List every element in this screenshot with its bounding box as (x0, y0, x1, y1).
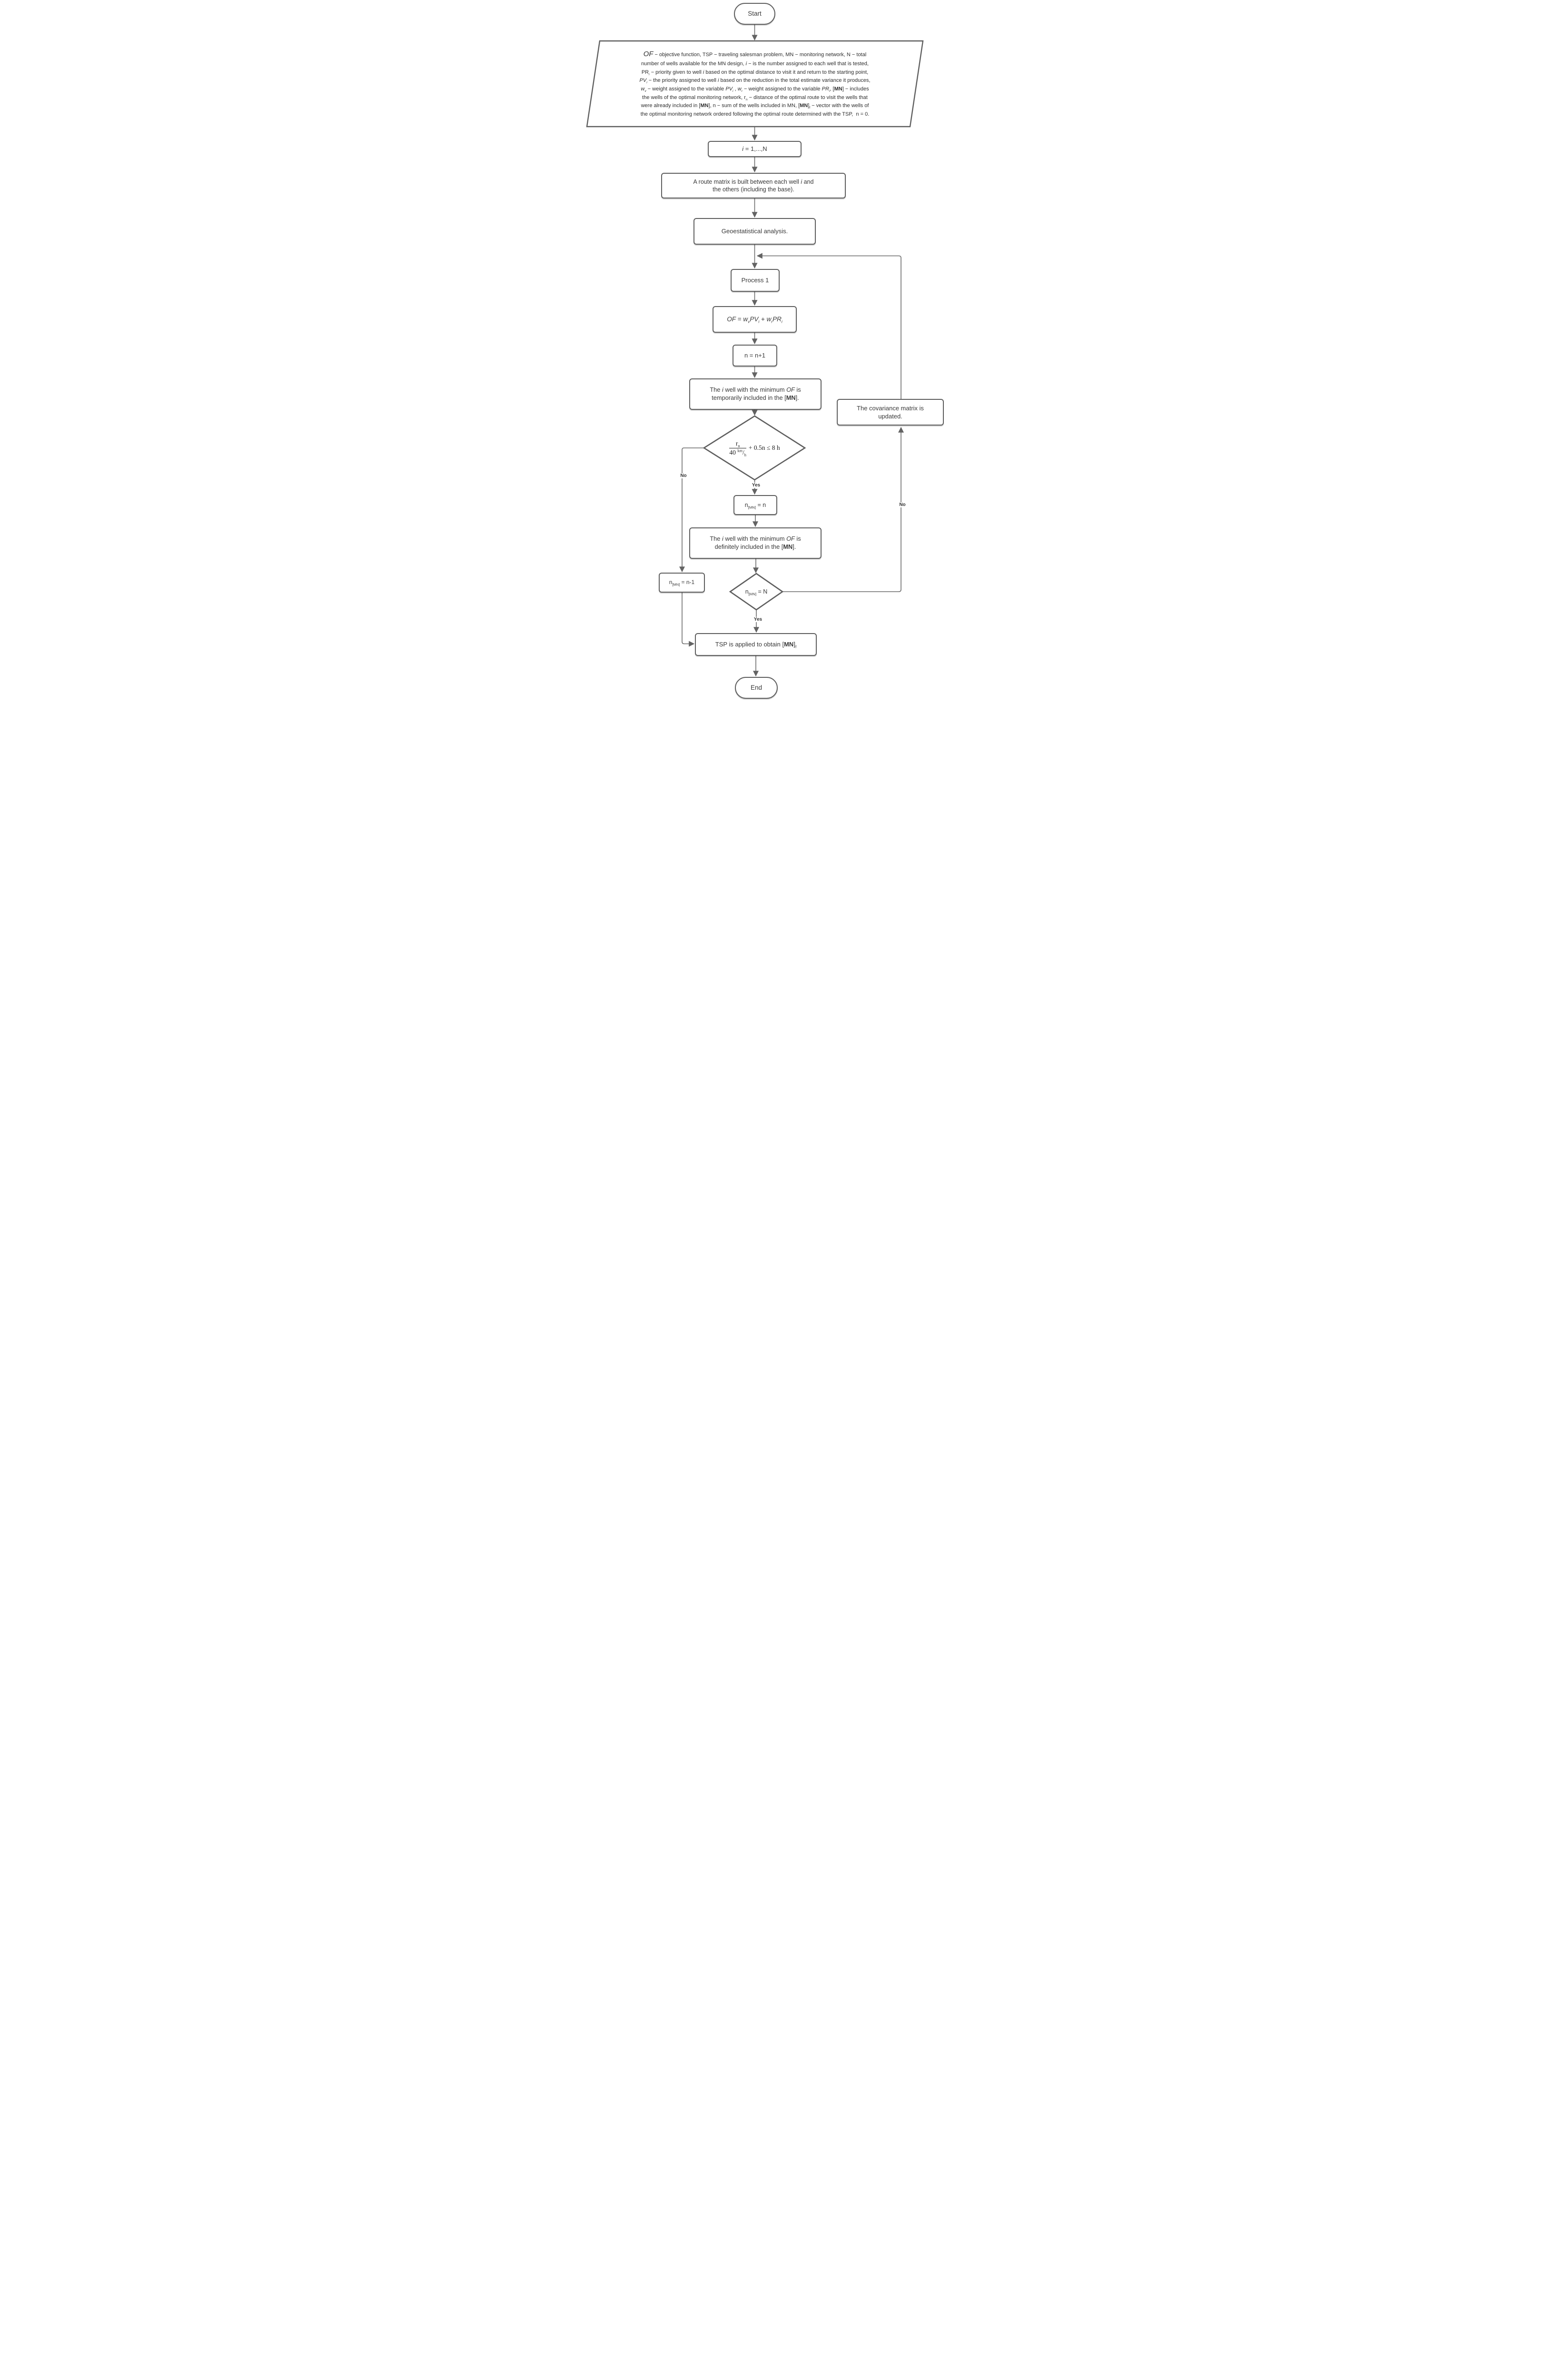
route-matrix-label: A route matrix is built between each wel… (693, 178, 814, 193)
route-matrix-box: A route matrix is built between each wel… (661, 173, 846, 198)
definitions-line: the optimal monitoring network ordered f… (640, 111, 870, 117)
start-label: Start (748, 10, 762, 18)
definitions-line: the wells of the optimal monitoring netw… (642, 94, 868, 101)
end-label: End (750, 684, 763, 692)
n-check-diamond (729, 573, 784, 611)
definitions-line: PRi − priority given to well i based on … (641, 69, 869, 77)
time-check-diamond (703, 415, 806, 481)
objective-label: OF = wvPVi + wrPRi (727, 316, 782, 324)
n-check-label: n[MN] = N (745, 588, 768, 596)
edge-n-check-no-to-covariance (782, 426, 904, 592)
time-check-yes-label: Yes (746, 483, 766, 488)
edge-covariance-to-loop-junction (756, 253, 901, 399)
flowchart-canvas: Start OF − objective function, TSP − tra… (579, 0, 966, 700)
increment-label: n = n+1 (744, 352, 766, 359)
iterator-label: i = 1,...,N (742, 145, 767, 153)
time-check-no-label: No (673, 473, 694, 478)
definitions-line: PVi − the priority assigned to well i ba… (639, 78, 871, 85)
tsp-box: TSP is applied to obtain [MN]f (695, 633, 817, 656)
fraction-denominator: 40 km/h (729, 448, 746, 457)
process1-box: Process 1 (731, 269, 780, 292)
nminus1-label: n[MN] = n-1 (669, 579, 695, 587)
connector-layer (586, 25, 924, 677)
definitions-parallelogram (586, 40, 924, 128)
definitions-line: OF − objective function, TSP − traveling… (643, 50, 867, 58)
n-check-yes-label: Yes (748, 617, 768, 622)
time-check-condition: + 0.5n ≤ 8 h (748, 444, 780, 451)
time-check-fraction: rn 40 km/h (729, 440, 746, 457)
edge-nminus1-to-tsp (682, 593, 695, 647)
definitions-text: OF − objective function, TSP − traveling… (596, 44, 913, 124)
definitions-line: number of wells available for the MN des… (641, 61, 869, 67)
n-check-no-label: No (891, 502, 913, 507)
end-terminal: End (735, 677, 778, 699)
objective-box: OF = wvPVi + wrPRi (713, 306, 797, 333)
nmn-box: n[MN] = n (733, 495, 777, 515)
start-terminal: Start (734, 3, 775, 25)
definitions-line: wv − weight assigned to the variable PVi… (641, 86, 869, 93)
n-check-label-overlay: n[MN] = N (730, 579, 782, 604)
geoestatistical-label: Geoestatistical analysis. (721, 228, 788, 235)
nminus1-box: n[MN] = n-1 (659, 573, 705, 593)
geoestatistical-box: Geoestatistical analysis. (693, 218, 816, 245)
process1-label: Process 1 (741, 277, 769, 284)
nmn-label: n[MN] = n (744, 501, 766, 510)
time-check-formula: rn 40 km/h + 0.5n ≤ 8 h (709, 424, 801, 472)
tsp-label: TSP is applied to obtain [MN]f (715, 641, 797, 650)
iterator-box: i = 1,...,N (708, 141, 802, 157)
definitions-line: were already included in [MN], n − sum o… (641, 103, 869, 110)
edge-time-check-no-to-nminus1 (679, 447, 704, 573)
fraction-numerator: rn (729, 440, 746, 448)
increment-box: n = n+1 (733, 345, 777, 367)
